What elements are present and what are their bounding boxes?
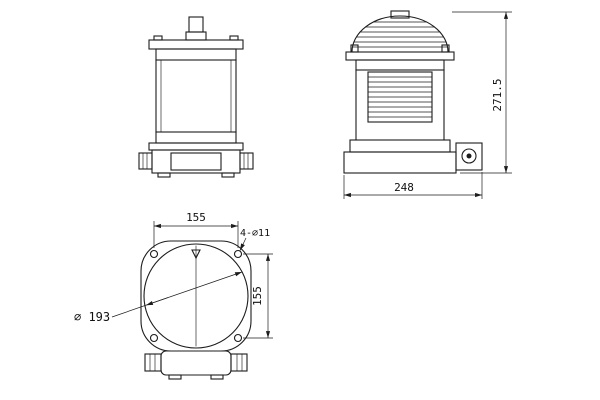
dim-bolt-holes-callout: 4-∅11 <box>240 228 270 239</box>
front-foot-right <box>221 172 235 178</box>
front-flange-bolt-left <box>153 35 163 41</box>
front-lower-ring <box>155 131 237 144</box>
side-lens-housing <box>355 69 445 141</box>
side-neck-ring <box>355 59 445 71</box>
dim-bolt-spacing-vertical: 155 <box>251 286 264 306</box>
side-cable-entry <box>461 148 477 164</box>
plan-foot-right <box>210 374 224 380</box>
side-top-flange <box>345 51 455 61</box>
side-base-upper <box>349 139 451 153</box>
dim-overall-height: 271.5 <box>491 78 504 111</box>
side-dome-ribs <box>352 21 448 48</box>
plan-gland-right <box>230 353 248 372</box>
front-view <box>138 16 254 178</box>
plan-orientation-mark <box>191 249 201 260</box>
front-base-plate <box>148 142 244 151</box>
plan-bolt-holes <box>149 249 243 343</box>
dim-bolt-spacing-horizontal: 155 <box>186 211 206 224</box>
dim-flange-diameter: ∅ 193 <box>74 310 110 324</box>
side-base-lower <box>343 151 457 174</box>
side-terminal-box <box>455 142 483 171</box>
front-gland-left <box>138 152 153 170</box>
plan-foot-left <box>168 374 182 380</box>
front-foot-left <box>157 172 171 178</box>
plan-body-circle <box>143 243 249 349</box>
front-upper-ring <box>155 48 237 61</box>
plan-base-box <box>160 350 232 376</box>
front-top-flange <box>148 39 244 50</box>
side-lens-ribs <box>367 76 433 118</box>
plan-view-dimensions: 155 155 4-∅11 ∅ 193 <box>74 211 273 339</box>
plan-gland-left <box>144 353 162 372</box>
front-body <box>155 59 237 133</box>
plan-view <box>140 240 252 380</box>
dim-overall-width: 248 <box>394 181 414 194</box>
side-cable-entry-center <box>466 153 472 159</box>
front-flange-bolt-right <box>229 35 239 41</box>
front-gland-right <box>239 152 254 170</box>
side-view <box>343 10 483 174</box>
front-junction-box <box>170 152 222 171</box>
side-view-dimensions: 271.5 248 <box>343 11 512 199</box>
front-stem-collar <box>185 31 207 41</box>
front-stem-top <box>188 16 204 33</box>
side-dome-cap <box>390 10 410 19</box>
side-dome <box>351 15 449 53</box>
